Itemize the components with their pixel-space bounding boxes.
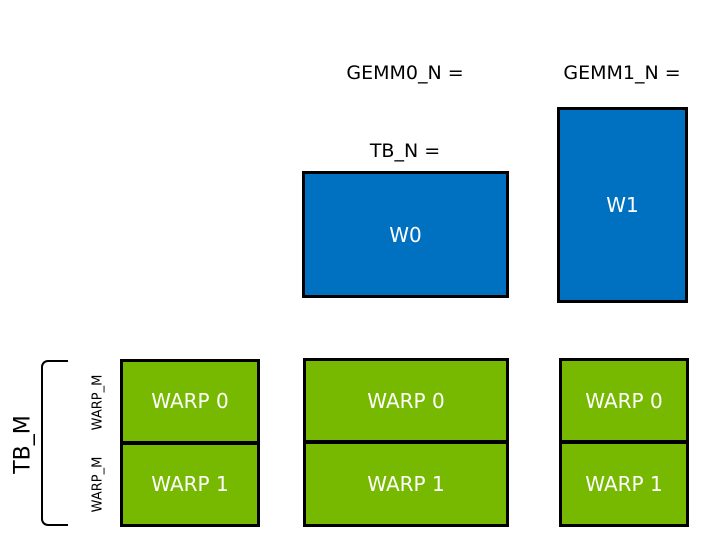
warp-m-label-top: WARP_M [90, 374, 106, 431]
green-cell-col1-warp0-label: WARP 0 [367, 388, 445, 413]
green-cell-col2-warp1[interactable]: WARP 1 [559, 442, 689, 527]
green-cell-col0-warp1-label: WARP 1 [151, 472, 229, 497]
green-cell-col2-warp0[interactable]: WARP 0 [559, 358, 689, 443]
warp-m-label-bottom: WARP_M [90, 456, 106, 513]
green-column-0: WARP 0 WARP 1 [120, 359, 260, 527]
green-cell-col0-warp0[interactable]: WARP 0 [120, 359, 260, 444]
blue-box-w0-label: W0 [389, 222, 422, 247]
green-cell-col2-warp0-label: WARP 0 [585, 388, 663, 413]
caption-gemm1-line1: GEMM1_N = [563, 62, 681, 84]
blue-box-w1-label: W1 [606, 193, 639, 217]
green-cell-col1-warp1[interactable]: WARP 1 [303, 442, 509, 527]
green-cell-col2-warp1-label: WARP 1 [585, 472, 663, 496]
tb-m-label: TB_M [10, 415, 36, 474]
tb-m-brace [41, 360, 68, 526]
green-column-1: WARP 0 WARP 1 [303, 358, 509, 527]
blue-box-w0[interactable]: W0 [302, 171, 509, 298]
green-cell-col1-warp0[interactable]: WARP 0 [303, 358, 509, 443]
caption-gemm0-line2: TB_N = [369, 140, 441, 162]
caption-gemm0-line1: GEMM0_N = [346, 62, 464, 84]
green-column-2: WARP 0 WARP 1 [559, 358, 689, 527]
green-cell-col0-warp1[interactable]: WARP 1 [120, 442, 260, 527]
green-cell-col1-warp1-label: WARP 1 [367, 472, 445, 496]
green-cell-col0-warp0-label: WARP 0 [151, 389, 229, 414]
blue-box-w1[interactable]: W1 [557, 107, 688, 303]
